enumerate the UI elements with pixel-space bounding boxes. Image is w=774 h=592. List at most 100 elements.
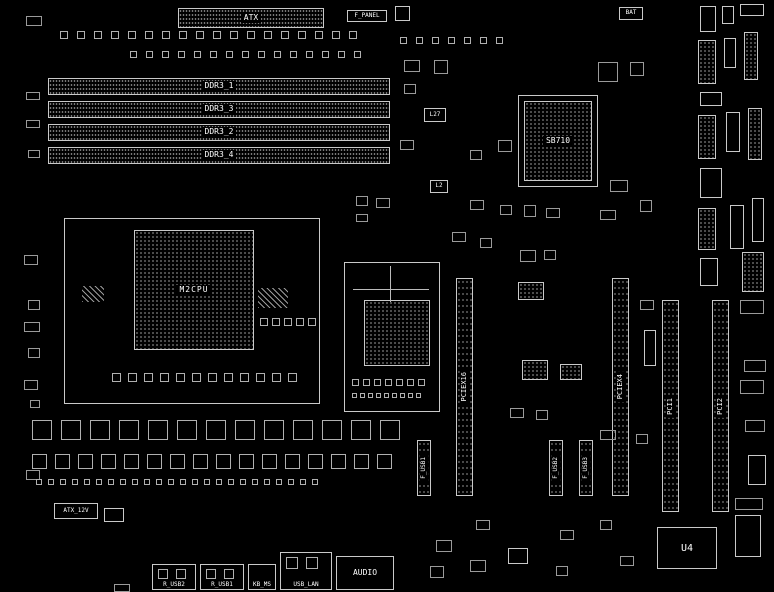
component-pad — [331, 453, 346, 469]
component-pad — [108, 479, 114, 485]
component-pad — [194, 51, 201, 58]
component-pad — [84, 479, 90, 485]
cpu-socket-pad-grid: M2CPU — [134, 230, 254, 350]
u4-chip: U4 — [657, 527, 717, 569]
component-pad — [208, 373, 217, 382]
southbridge-outline — [518, 95, 598, 187]
component-pad — [349, 31, 357, 39]
component-pad — [296, 318, 304, 326]
component — [740, 380, 764, 394]
rear-usb2-connector: R_USB2 — [152, 564, 196, 590]
component — [600, 430, 616, 440]
component-pad — [272, 318, 280, 326]
component-row — [36, 478, 336, 486]
component-pad — [60, 479, 66, 485]
chip-outline — [344, 262, 440, 412]
component-pad — [60, 31, 68, 39]
component — [508, 548, 528, 564]
component-pad — [224, 569, 234, 579]
io-connector — [698, 40, 716, 84]
component-pad — [293, 420, 313, 440]
component-pad — [36, 479, 42, 485]
component-pad — [274, 51, 281, 58]
component — [28, 150, 40, 158]
component — [356, 214, 368, 222]
component-pad — [338, 51, 345, 58]
small-chip — [518, 282, 544, 300]
component-row — [352, 378, 432, 387]
header — [644, 330, 656, 366]
io-connector — [726, 112, 740, 152]
component-pad — [156, 479, 162, 485]
component-pad — [464, 37, 471, 44]
component-pad — [496, 37, 503, 44]
audio-label: AUDIO — [349, 567, 381, 579]
cpu-socket-outline — [64, 218, 320, 404]
component-pad — [235, 420, 255, 440]
io-connector — [744, 32, 758, 80]
component-pad — [416, 393, 421, 398]
component-pad — [408, 393, 413, 398]
component — [500, 205, 512, 215]
component — [404, 60, 420, 72]
component-pad — [400, 393, 405, 398]
component-pad — [32, 453, 47, 469]
component — [498, 140, 512, 152]
pci1-label: PCI1 — [665, 394, 676, 418]
component — [556, 566, 568, 576]
io-connector — [722, 6, 734, 24]
component-pad — [247, 31, 255, 39]
southbridge-label: SB710 — [542, 135, 574, 147]
component-pad — [322, 420, 342, 440]
inductor-l2-label: L2 — [432, 182, 446, 191]
io-connector — [752, 198, 764, 242]
component-row — [286, 556, 326, 570]
component-pad — [144, 373, 153, 382]
component-pad — [206, 420, 226, 440]
component-pad — [192, 373, 201, 382]
component — [598, 62, 618, 82]
component-pad — [196, 31, 204, 39]
component — [470, 560, 486, 572]
component-pad — [77, 31, 85, 39]
component — [30, 400, 40, 408]
component-pad — [132, 479, 138, 485]
component-pad — [352, 379, 359, 386]
io-connector — [740, 4, 764, 16]
component — [735, 498, 763, 510]
component-pad — [210, 51, 217, 58]
component-pad — [306, 557, 318, 569]
component — [404, 84, 416, 94]
kb-ms-connector: KB_MS — [248, 564, 276, 590]
component-pad — [55, 453, 70, 469]
io-connector — [748, 455, 766, 485]
component-pad — [252, 479, 258, 485]
component-row — [60, 30, 360, 40]
component-pad — [101, 453, 116, 469]
f-usb2-label: F_USB2 — [551, 454, 561, 482]
component-pad — [284, 318, 292, 326]
io-connector — [730, 205, 744, 249]
component — [28, 300, 40, 310]
pci2-slot: PCI2 — [712, 300, 729, 512]
hatch-mark — [82, 286, 104, 302]
component — [744, 360, 766, 372]
component-pad — [418, 379, 425, 386]
usb-lan-label: USB_LAN — [293, 581, 319, 588]
component-row — [130, 50, 370, 59]
crosshair-line — [390, 266, 391, 302]
io-connector — [724, 38, 736, 68]
component-pad — [216, 479, 222, 485]
io-connector — [700, 6, 716, 32]
io-connector — [748, 108, 762, 160]
f-usb3-header: F_USB3 — [579, 440, 593, 496]
component-pad — [72, 479, 78, 485]
component-pad — [376, 393, 381, 398]
component — [740, 300, 764, 314]
pciex4-slot: PCIEX4 — [612, 278, 629, 496]
component-pad — [170, 453, 185, 469]
io-connector — [698, 115, 716, 159]
f-usb1-label: F_USB1 — [419, 454, 429, 482]
component — [745, 420, 765, 432]
component-pad — [90, 420, 110, 440]
